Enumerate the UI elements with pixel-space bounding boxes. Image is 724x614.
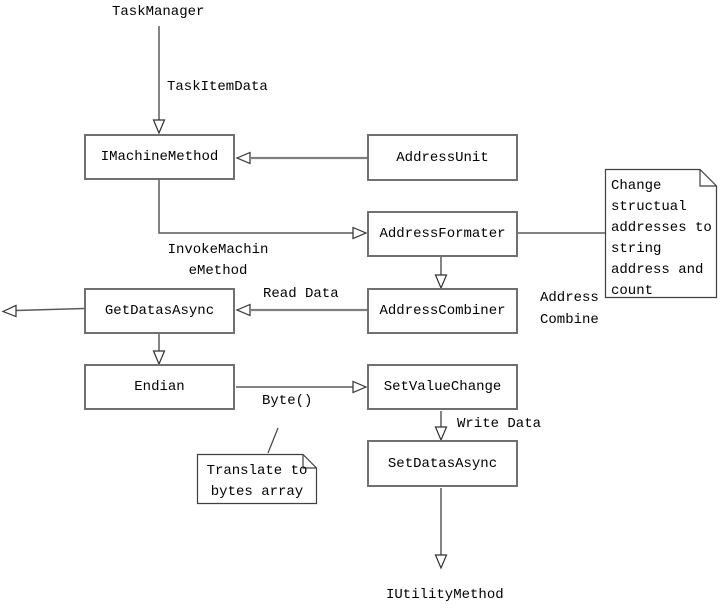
label-byte: Byte(): [262, 393, 313, 409]
node-set-value-change: SetValueChange: [367, 364, 518, 410]
connector-imachinemethod-addressformater: [158, 180, 353, 234]
arrowhead-left-getdatasasync: [235, 303, 251, 317]
node-set-datas-async-label: SetDatasAsync: [387, 455, 498, 472]
arrowhead-down-endian: [152, 350, 166, 366]
label-address-combine: Address Combine: [540, 290, 599, 328]
arrowhead-right-addressformater: [352, 226, 368, 240]
note-change-structural-text: Change structual addresses to string add…: [611, 178, 712, 299]
node-imachine-method: IMachineMethod: [84, 134, 235, 180]
arrowhead-right-setvaluechange: [352, 380, 368, 394]
node-imachine-method-label: IMachineMethod: [100, 149, 219, 165]
node-address-unit: AddressUnit: [367, 134, 518, 181]
arrowhead-down-imachinemethod: [152, 119, 166, 135]
node-set-datas-async: SetDatasAsync: [367, 440, 518, 487]
node-get-datas-async: GetDatasAsync: [84, 288, 235, 334]
connector-getdatasasync-left: [15, 307, 85, 312]
node-address-formater-label: AddressFormater: [379, 226, 506, 242]
note-shape-change-structural: [604, 168, 718, 299]
node-address-unit-label: AddressUnit: [396, 149, 489, 166]
node-task-manager-label: TaskManager: [112, 4, 205, 20]
node-get-datas-async-label: GetDatasAsync: [104, 303, 215, 319]
node-address-combiner-label: AddressCombiner: [379, 303, 506, 319]
node-address-formater: AddressFormater: [367, 211, 518, 257]
node-set-value-change-label: SetValueChange: [383, 379, 502, 395]
note-fold-translate-bytes: [302, 454, 317, 469]
node-iutility-method-label: IUtilityMethod: [386, 587, 504, 603]
note-translate-bytes-text: Translate to bytes array: [206, 463, 308, 500]
label-read-data: Read Data: [263, 286, 339, 302]
label-invoke-machine-method: InvokeMachin eMethod: [167, 242, 269, 279]
arrowhead-left-edge: [1, 304, 17, 318]
label-task-item-data: TaskItemData: [167, 79, 268, 95]
node-address-combiner: AddressCombiner: [367, 288, 518, 334]
label-write-data: Write Data: [457, 416, 542, 432]
node-endian-label: Endian: [134, 379, 185, 395]
arrowhead-down-addresscombiner: [434, 274, 448, 290]
note-fold-change-structural: [699, 169, 717, 187]
arrowhead-down-iutilitymethod: [434, 554, 448, 570]
arrowhead-down-setdatasasync: [434, 426, 448, 442]
note-callout-line: [267, 427, 279, 454]
arrowhead-left-imachinemethod: [235, 151, 251, 165]
node-endian: Endian: [84, 364, 235, 410]
note-shape-translate-bytes: [196, 453, 318, 505]
